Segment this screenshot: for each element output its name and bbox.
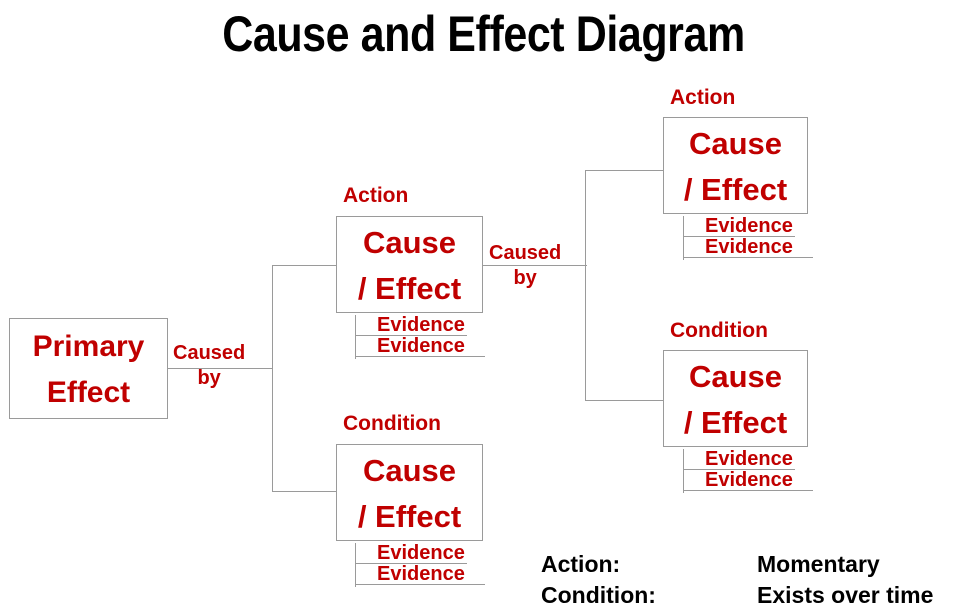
connector-branch1-to-mid-action (272, 265, 338, 266)
kind-label-mid-condition: Condition (343, 412, 441, 435)
node-primary-effect-line1: Primary (32, 329, 145, 363)
evidence-rule (355, 356, 485, 357)
legend-term-condition: Condition: (541, 582, 656, 608)
connector-primary-to-branch (168, 368, 273, 369)
connector-mid-action-to-branch2 (483, 265, 587, 266)
caused-by-2-word1: Caused (489, 242, 562, 264)
evidence-group-right-condition: Evidence Evidence (683, 448, 813, 493)
legend-row-action: Action: Momentary (541, 549, 933, 580)
node-mid-condition[interactable]: Cause / Effect (336, 444, 483, 541)
evidence-rule (683, 236, 795, 237)
evidence-stem-icon (683, 449, 684, 493)
evidence-rule (683, 257, 813, 258)
kind-label-right-condition: Condition (670, 319, 768, 342)
caused-by-2-word2: by (513, 267, 537, 289)
connector-label-caused-by-1: Caused by (173, 341, 245, 391)
node-mid-condition-line2: / Effect (357, 498, 462, 534)
node-right-action[interactable]: Cause / Effect (663, 117, 808, 214)
connector-label-caused-by-2: Caused by (489, 241, 561, 291)
evidence-label: Evidence (705, 448, 793, 470)
evidence-group-mid-action: Evidence Evidence (355, 314, 485, 359)
caused-by-1-word2: by (197, 367, 221, 389)
evidence-label: Evidence (705, 236, 793, 258)
evidence-row[interactable]: Evidence (355, 563, 485, 585)
node-mid-action[interactable]: Cause / Effect (336, 216, 483, 313)
kind-label-right-action: Action (670, 86, 736, 109)
legend-definition-condition: Exists over time (757, 582, 934, 608)
node-right-action-line2: / Effect (683, 171, 788, 207)
node-mid-action-line2: / Effect (357, 270, 462, 306)
evidence-row[interactable]: Evidence (355, 314, 485, 336)
evidence-row[interactable]: Evidence (683, 448, 813, 470)
evidence-label: Evidence (377, 335, 465, 357)
evidence-rule (683, 469, 795, 470)
evidence-rule (355, 584, 485, 585)
evidence-stem-icon (355, 315, 356, 359)
node-primary-effect[interactable]: Primary Effect (9, 318, 168, 419)
page-title: Cause and Effect Diagram (222, 6, 745, 62)
kind-label-mid-action: Action (343, 184, 409, 207)
legend-row-condition: Condition: Exists over time (541, 580, 933, 611)
evidence-row[interactable]: Evidence (355, 335, 485, 357)
node-mid-action-line1: Cause (362, 224, 457, 260)
node-mid-condition-line1: Cause (362, 452, 457, 488)
connector-branch-2-vertical (585, 170, 586, 401)
evidence-row[interactable]: Evidence (355, 542, 485, 564)
evidence-rule (355, 335, 467, 336)
node-right-action-line1: Cause (688, 125, 783, 161)
evidence-label: Evidence (377, 563, 465, 585)
node-right-condition-line1: Cause (688, 358, 783, 394)
evidence-row[interactable]: Evidence (683, 215, 813, 237)
legend: Action: Momentary Condition: Exists over… (541, 549, 933, 611)
node-right-condition[interactable]: Cause / Effect (663, 350, 808, 447)
connector-branch2-to-right-condition (585, 400, 664, 401)
evidence-label: Evidence (377, 314, 465, 336)
node-right-condition-line2: / Effect (683, 404, 788, 440)
caused-by-1-word1: Caused (173, 342, 246, 364)
evidence-row[interactable]: Evidence (683, 469, 813, 491)
evidence-label: Evidence (705, 215, 793, 237)
connector-branch-1-vertical (272, 265, 273, 491)
evidence-label: Evidence (705, 469, 793, 491)
evidence-row[interactable]: Evidence (683, 236, 813, 258)
evidence-rule (355, 563, 467, 564)
evidence-group-mid-condition: Evidence Evidence (355, 542, 485, 587)
evidence-rule (683, 490, 813, 491)
evidence-group-right-action: Evidence Evidence (683, 215, 813, 260)
connector-branch1-to-mid-condition (272, 491, 338, 492)
evidence-label: Evidence (377, 542, 465, 564)
evidence-stem-icon (683, 216, 684, 260)
evidence-stem-icon (355, 543, 356, 587)
connector-branch2-to-right-action (585, 170, 664, 171)
legend-term-action: Action: (541, 551, 621, 577)
node-primary-effect-line2: Effect (46, 375, 131, 409)
legend-definition-action: Momentary (757, 551, 880, 577)
